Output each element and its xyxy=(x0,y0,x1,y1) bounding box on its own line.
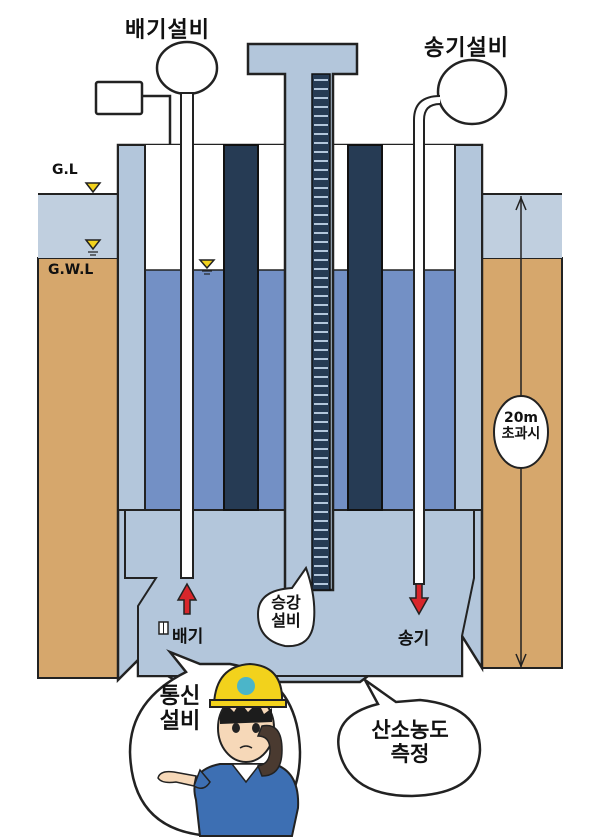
dark-pillar-right xyxy=(347,144,383,511)
inner-water-left xyxy=(145,270,285,510)
exhaust-arrow xyxy=(176,582,198,615)
surface-water-left xyxy=(38,194,118,258)
oxygen-text-line2: 측정 xyxy=(390,742,430,767)
lift-text: 승강 설비 xyxy=(258,593,314,631)
supply-arrow xyxy=(408,583,430,616)
exhaust-box xyxy=(94,80,144,116)
helmet-logo-icon xyxy=(237,677,255,695)
telephone-icon xyxy=(256,724,283,777)
gl-marker-icon xyxy=(84,182,102,194)
gwl-marker-icon xyxy=(84,239,102,251)
groundwater-level-label: G.W.L xyxy=(48,262,94,278)
supply-equipment-label: 송기설비 xyxy=(424,36,509,61)
oxygen-text: 산소농도 측정 xyxy=(344,718,476,766)
oxygen-text-line1: 산소농도 xyxy=(371,718,449,742)
oxygen-bubble xyxy=(337,678,482,798)
exhaust-blower xyxy=(155,40,219,96)
depth-text: 20m 초과시 xyxy=(494,410,548,442)
depth-bubble xyxy=(493,395,549,469)
surface-water-right xyxy=(482,194,562,258)
lift-bubble xyxy=(256,565,316,648)
dark-pillar-left xyxy=(223,144,259,511)
lift-text-line2: 설비 xyxy=(271,611,301,631)
comm-text: 통신 설비 xyxy=(140,684,220,735)
comm-text-line2: 설비 xyxy=(159,709,201,735)
ground-level-label: G.L xyxy=(52,162,78,178)
supply-label: 송기 xyxy=(398,629,430,649)
supply-blower xyxy=(436,58,508,126)
comm-text-line1: 통신 xyxy=(159,684,201,709)
lift-text-line1: 승강 xyxy=(271,593,301,612)
worker-figure xyxy=(157,662,300,837)
exhaust-equipment-label: 배기설비 xyxy=(125,18,210,43)
exhaust-label: 배기 xyxy=(172,627,204,647)
exhaust-pipe xyxy=(180,92,194,579)
depth-text-line1: 20m xyxy=(503,410,539,426)
depth-text-line2: 초과시 xyxy=(501,426,541,443)
inner-water-marker-icon xyxy=(198,259,216,270)
soil-left xyxy=(37,257,119,679)
